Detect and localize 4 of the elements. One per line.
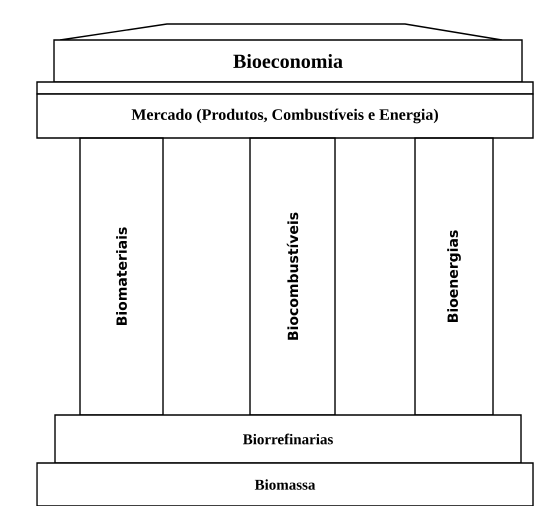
entablature-band bbox=[36, 81, 534, 95]
base-box: Biomassa bbox=[36, 462, 534, 506]
pillar: Bioenergias bbox=[414, 137, 494, 416]
step-box: Biorrefinarias bbox=[54, 414, 522, 464]
